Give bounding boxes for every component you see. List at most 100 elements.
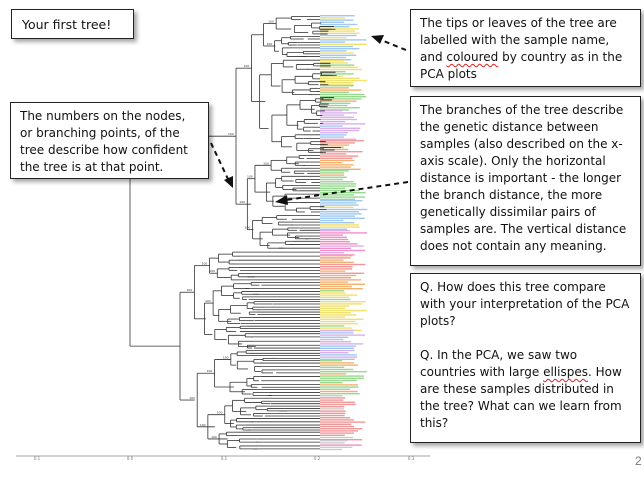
tip-label xyxy=(320,401,355,403)
tip-label xyxy=(320,118,358,121)
tip-label xyxy=(320,52,354,54)
tip-label xyxy=(320,73,354,75)
arrowhead-branches xyxy=(275,195,288,205)
tip-label xyxy=(320,109,349,111)
node-value: 100 xyxy=(186,288,192,292)
tip-label xyxy=(320,448,343,451)
tip-label xyxy=(320,172,345,174)
slide-title: Your first tree! xyxy=(11,9,134,39)
tip-label xyxy=(320,192,366,194)
tip-label xyxy=(320,15,355,17)
tip-label xyxy=(320,288,363,290)
tip-label xyxy=(320,114,345,116)
tip-label xyxy=(320,168,361,170)
tip-label xyxy=(320,436,353,439)
tip-label xyxy=(320,155,359,157)
tip-label xyxy=(320,388,350,390)
tip-label xyxy=(320,116,354,118)
tip-label xyxy=(320,85,354,87)
tip-label xyxy=(320,232,367,234)
tip-label xyxy=(320,430,358,432)
x-tick-label: 0.3 xyxy=(408,456,415,461)
tip-label xyxy=(320,170,349,172)
node-value: 100 xyxy=(200,423,206,427)
tip-label xyxy=(320,166,351,168)
tip-label xyxy=(320,345,357,347)
tip-label xyxy=(320,198,355,200)
tip-label xyxy=(320,419,354,421)
tip-label xyxy=(320,60,345,62)
node-value: 100 xyxy=(189,396,195,400)
node-value: 100 xyxy=(205,299,211,303)
tip-label xyxy=(320,93,365,96)
tip-label xyxy=(320,132,348,134)
tip-label xyxy=(320,75,344,77)
tip-label xyxy=(320,59,352,61)
tips-note-misspelled: coloured xyxy=(446,50,499,64)
tip-label xyxy=(320,56,346,59)
tip-label xyxy=(320,382,343,384)
tip-label xyxy=(320,395,343,397)
node-value: 100 xyxy=(239,200,245,204)
tip-label xyxy=(320,26,350,28)
tip-label xyxy=(320,228,348,230)
tip-label xyxy=(320,164,354,166)
tip-label xyxy=(320,303,363,305)
tips-note: The tips or leaves of the tree are label… xyxy=(410,9,641,87)
node-value: 100 xyxy=(245,226,251,230)
question-2-misspelled: ellispes xyxy=(543,365,588,379)
tip-label xyxy=(320,373,347,375)
tip-label xyxy=(320,294,358,296)
tip-label xyxy=(320,102,351,104)
tip-label xyxy=(320,360,343,362)
tip-label xyxy=(320,181,354,183)
tip-label xyxy=(320,162,343,164)
node-support-values: 1001001001001001001001001001001001001001… xyxy=(186,20,274,439)
arrow-to-branches xyxy=(285,181,409,201)
tip-label xyxy=(320,208,368,211)
tip-label xyxy=(320,298,351,301)
tip-label xyxy=(320,194,354,196)
tip-label xyxy=(320,292,346,294)
tip-label xyxy=(320,123,366,125)
tip-label xyxy=(320,354,357,356)
tip-label xyxy=(320,222,355,224)
tip-label xyxy=(320,366,345,368)
question-1: Q. How does this tree compare with your … xyxy=(420,280,634,328)
tip-label xyxy=(320,178,343,181)
tip-label xyxy=(320,77,360,79)
tip-label xyxy=(320,428,363,430)
tip-label xyxy=(320,185,356,187)
tip-label xyxy=(320,138,356,140)
tip-label xyxy=(320,314,357,316)
question-2: Q. In the PCA, we saw two countries with… xyxy=(420,348,581,379)
tip-label xyxy=(320,243,358,245)
tip-label xyxy=(320,41,346,43)
tip-label xyxy=(320,189,360,192)
tip-label xyxy=(320,215,356,217)
tip-label xyxy=(320,236,347,238)
tip-label xyxy=(320,23,358,26)
tip-label xyxy=(320,371,367,373)
tip-label xyxy=(320,245,364,247)
tip-label xyxy=(320,125,343,127)
tip-label xyxy=(320,28,360,30)
tip-label xyxy=(320,211,359,213)
node-value: 100 xyxy=(202,262,208,266)
tip-label xyxy=(320,129,360,132)
x-tick-label: 0.2 xyxy=(314,456,321,461)
tip-label xyxy=(320,37,347,39)
tip-label xyxy=(320,144,350,146)
branches-note: The branches of the tree describe the ge… xyxy=(410,96,641,266)
tip-label xyxy=(320,140,364,142)
tip-label xyxy=(320,432,354,434)
tip-label xyxy=(320,98,362,100)
tip-label xyxy=(320,259,344,261)
arrow-to-nodes xyxy=(210,142,229,180)
tip-label xyxy=(320,200,363,202)
tip-label xyxy=(320,377,365,379)
tip-label xyxy=(320,399,344,401)
tip-label xyxy=(320,274,356,277)
tip-label xyxy=(320,187,346,189)
tip-label xyxy=(320,100,357,102)
